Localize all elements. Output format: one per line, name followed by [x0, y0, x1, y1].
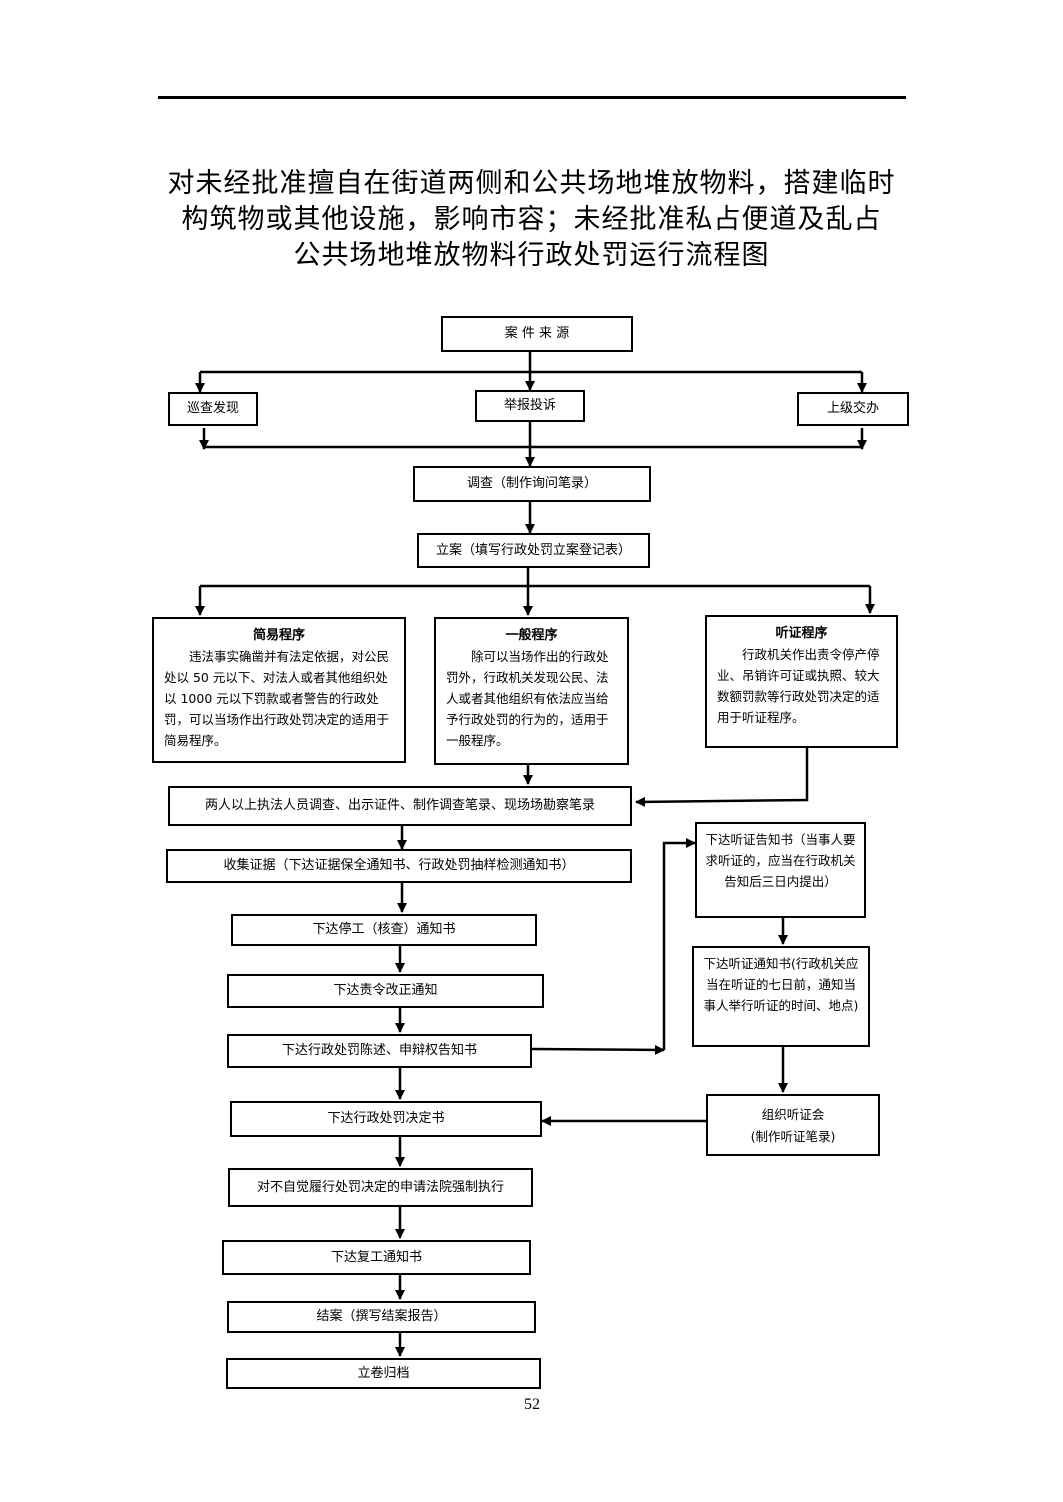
node-evidence: 收集证据（下达证据保全通知书、行政处罚抽样检测通知书） — [166, 849, 632, 883]
arrow-branch-to-hear-notice — [662, 838, 696, 1050]
node-hearing-procedure: 听证程序 行政机关作出责令停产停业、吊销许可证或执照、较大数额罚款等行政处罚决定… — [705, 615, 898, 748]
title-line-3: 公共场地堆放物料行政处罚运行流程图 — [293, 240, 770, 271]
hearing-meeting-line-1: 组织听证会 — [761, 1107, 825, 1122]
arrow-inform-to-branch — [531, 1044, 665, 1055]
node-hearing-notice: 下达听证告知书（当事人要求听证的，应当在行政机关告知后三日内提出） — [695, 822, 866, 918]
node-correct-label: 下达责令改正通知 — [333, 983, 438, 998]
node-case-source-label: 案 件 来 源 — [504, 326, 570, 341]
title-line-2: 构筑物或其他设施，影响市容；未经批准私占便道及乱占 — [181, 204, 882, 235]
node-decision: 下达行政处罚决定书 — [230, 1101, 542, 1137]
general-procedure-title: 一般程序 — [505, 628, 558, 643]
node-investigate: 调查（制作询问笔录） — [413, 466, 651, 502]
node-register: 立案（填写行政处罚立案登记表） — [417, 533, 650, 568]
node-superior-label: 上级交办 — [826, 401, 879, 416]
node-register-label: 立案（填写行政处罚立案登记表） — [435, 542, 631, 558]
node-archive: 立卷归档 — [226, 1358, 541, 1389]
node-resume: 下达复工通知书 — [222, 1240, 531, 1275]
arrow-hearing-to-inspect — [635, 748, 809, 807]
page-number: 52 — [524, 1396, 540, 1413]
node-enforce-label: 对不自觉履行处罚决定的申请法院强制执行 — [256, 1179, 504, 1195]
node-hearing-meeting: 组织听证会 (制作听证笔录) — [706, 1094, 880, 1156]
node-inspect: 两人以上执法人员调查、出示证件、制作调查笔录、现场场勘察笔录 — [168, 786, 632, 826]
header-rule — [158, 96, 906, 99]
node-case-source: 案 件 来 源 — [441, 316, 633, 352]
node-hearing-notification: 下达听证通知书(行政机关应当在听证的七日前，通知当事人举行听证的时间、地点) — [692, 946, 870, 1047]
page-title: 对未经批准擅自在街道两侧和公共场地堆放物料，搭建临时 构筑物或其他设施，影响市容… — [120, 166, 943, 274]
node-hearing-notification-label: 下达听证通知书(行政机关应当在听证的七日前，通知当事人举行听证的时间、地点) — [703, 956, 859, 1013]
node-stopwork-label: 下达停工（核查）通知书 — [312, 922, 456, 937]
general-procedure-body: 除可以当场作出的行政处罚外，行政机关发现公民、法人或者其他组织有依法应当给予行政… — [446, 649, 609, 748]
node-patrol: 巡查发现 — [168, 392, 258, 426]
node-enforce: 对不自觉履行处罚决定的申请法院强制执行 — [228, 1168, 533, 1207]
node-evidence-label: 收集证据（下达证据保全通知书、行政处罚抽样检测通知书） — [223, 858, 575, 873]
node-investigate-label: 调查（制作询问笔录） — [466, 476, 597, 491]
node-decision-label: 下达行政处罚决定书 — [327, 1111, 445, 1126]
hearing-procedure-title: 听证程序 — [775, 626, 828, 641]
node-close: 结案（撰写结案报告） — [227, 1301, 536, 1333]
title-line-1: 对未经批准擅自在街道两侧和公共场地堆放物料，搭建临时 — [167, 168, 896, 199]
node-correct: 下达责令改正通知 — [227, 974, 544, 1008]
node-stopwork: 下达停工（核查）通知书 — [231, 914, 537, 946]
node-general-procedure: 一般程序 除可以当场作出的行政处罚外，行政机关发现公民、法人或者其他组织有依法应… — [434, 617, 629, 765]
node-patrol-label: 巡查发现 — [186, 401, 239, 416]
node-report-label: 举报投诉 — [503, 398, 556, 413]
hearing-procedure-body: 行政机关作出责令停产停业、吊销许可证或执照、较大数额罚款等行政处罚决定的适用于听… — [717, 647, 880, 725]
simple-procedure-title: 简易程序 — [252, 628, 305, 643]
node-resume-label: 下达复工通知书 — [330, 1249, 422, 1265]
node-superior: 上级交办 — [797, 392, 909, 426]
hearing-meeting-line-2: (制作听证笔录) — [750, 1129, 836, 1144]
node-archive-label: 立卷归档 — [357, 1365, 410, 1381]
simple-procedure-body: 违法事实确凿并有法定依据，对公民处以 50 元以下、对法人或者其他组织处以 10… — [164, 649, 390, 748]
node-inform: 下达行政处罚陈述、申辩权告知书 — [227, 1034, 532, 1068]
node-inform-label: 下达行政处罚陈述、申辩权告知书 — [281, 1043, 477, 1058]
node-close-label: 结案（撰写结案报告） — [316, 1309, 447, 1324]
node-hearing-notice-label: 下达听证告知书（当事人要求听证的，应当在行政机关告知后三日内提出） — [705, 832, 856, 889]
node-simple-procedure: 简易程序 违法事实确凿并有法定依据，对公民处以 50 元以下、对法人或者其他组织… — [152, 617, 406, 763]
node-inspect-label: 两人以上执法人员调查、出示证件、制作调查笔录、现场场勘察笔录 — [204, 798, 595, 813]
node-report: 举报投诉 — [475, 390, 585, 422]
